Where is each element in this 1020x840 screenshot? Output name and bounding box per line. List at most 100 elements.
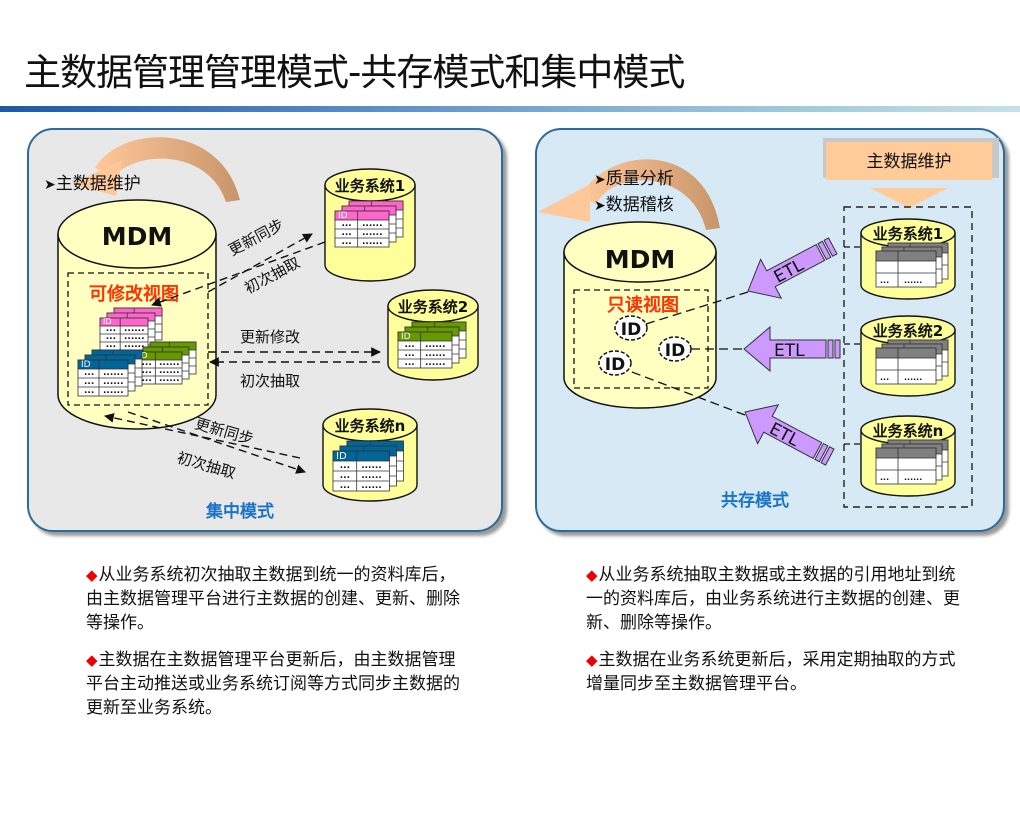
business-system-1-cylinder: 业务系统1ID........................... <box>324 168 416 282</box>
svg-text:...: ... <box>84 368 94 378</box>
svg-text:...: ... <box>880 473 889 482</box>
svg-text:......: ...... <box>904 276 922 285</box>
link-line-3 <box>631 371 746 416</box>
down-arrow-icon <box>870 188 948 208</box>
svg-text:...: ... <box>106 340 116 350</box>
table-id-label: ID <box>336 451 347 462</box>
mdm-pink-table-stack: ID........................... <box>99 307 163 351</box>
mdm-green-table-stack: ID........................... <box>135 341 197 385</box>
svg-text:......: ...... <box>361 461 382 471</box>
svg-text:...: ... <box>341 228 351 238</box>
svg-text:......: ...... <box>362 219 383 229</box>
svg-text:......: ...... <box>124 340 145 350</box>
table-id-label: ID <box>139 351 148 360</box>
business-system-3-cylinder: 业务系统nID........................... <box>322 408 418 502</box>
svg-text:......: ...... <box>425 349 446 359</box>
svg-text:...: ... <box>404 349 414 359</box>
flow2-update-modify-label: 更新修改 <box>240 328 300 346</box>
system-name-label: 业务系统2 <box>398 298 468 316</box>
svg-text:...: ... <box>84 377 94 387</box>
bullet-diamond-icon: ◆ <box>586 566 598 584</box>
svg-text:...: ... <box>404 340 414 350</box>
system-name-label: 业务系统1 <box>335 177 405 195</box>
centralized-desc-item-2: ◆主数据在主数据管理平台更新后，由主数据管理平台主动推送或业务系统订阅等方式同步… <box>86 650 460 718</box>
svg-text:......: ...... <box>159 374 180 384</box>
flow-system2: 更新修改 初次抽取 <box>208 328 381 390</box>
readonly-view-region <box>573 289 709 389</box>
svg-text:...: ... <box>340 461 350 471</box>
maintenance-box-label: 主数据维护 <box>867 152 952 172</box>
svg-text:...: ... <box>106 324 116 334</box>
svg-text:ID: ID <box>665 341 685 361</box>
svg-text:......: ...... <box>124 324 145 334</box>
svg-text:...: ... <box>340 471 350 481</box>
system-table-stack: ID........................... <box>332 440 404 492</box>
maintenance-label: ➤主数据维护 <box>44 174 141 194</box>
master-data-maintenance-box: 主数据维护 <box>823 138 999 208</box>
centralized-description: ◆从业务系统初次抽取主数据到统一的资料库后，由主数据管理平台进行主数据的创建、更… <box>86 563 466 733</box>
flow1-initial-extract-label: 初次抽取 <box>241 253 302 297</box>
svg-text:......: ...... <box>425 358 446 368</box>
svg-text:......: ...... <box>103 386 124 396</box>
svg-text:ID: ID <box>605 355 625 375</box>
table-id-label: ID <box>338 211 348 221</box>
business-system-2-cylinder: 业务系统2ID........................... <box>387 289 479 381</box>
right-business-system-1-cylinder: 业务系统1......... <box>844 218 956 300</box>
maintenance-cycle-arrow-icon <box>72 137 240 202</box>
svg-text:......: ...... <box>159 366 180 376</box>
svg-text:......: ...... <box>362 237 383 247</box>
coexistence-desc-item-1: ◆从业务系统抽取主数据或主数据的引用地址到统一的资料库后，由业务系统进行主数据的… <box>586 565 960 633</box>
etl-arrows: ETL ETL ETL <box>743 237 841 466</box>
bullet-diamond-icon: ◆ <box>586 651 598 669</box>
mdm-label: MDM <box>102 222 173 251</box>
bullet-diamond-icon: ◆ <box>86 566 98 584</box>
svg-text:...: ... <box>880 373 889 382</box>
page-title: 主数据管理管理模式-共存模式和集中模式 <box>24 51 685 94</box>
etl-arrow-3: ETL <box>744 404 835 466</box>
svg-text:......: ...... <box>361 471 382 481</box>
svg-text:......: ...... <box>103 368 124 378</box>
svg-text:...: ... <box>880 276 889 285</box>
readonly-view-label: 只读视图 <box>607 294 679 316</box>
flow3-initial-extract-label: 初次抽取 <box>175 449 238 483</box>
mdm-blue-table-stack: ID........................... <box>77 349 143 397</box>
mdm-label-right: MDM <box>605 245 676 274</box>
right-business-system-2-cylinder: 业务系统2......... <box>844 315 956 397</box>
mdm-database-cylinder-readonly: MDM 只读视图 <box>563 221 717 409</box>
etl-arrow-1: ETL <box>747 237 838 299</box>
business-systems-group <box>843 206 973 508</box>
editable-view-label: 可修改视图 <box>89 283 179 305</box>
svg-text:...: ... <box>404 358 414 368</box>
bullet-diamond-icon: ◆ <box>86 651 98 669</box>
editable-view-region <box>67 272 209 406</box>
id-bubble-3: ID <box>598 350 632 376</box>
flow3-update-sync-label: 更新同步 <box>193 415 256 449</box>
right-business-system-3-cylinder: 业务系统n......... <box>844 415 956 497</box>
table-id-label: ID <box>401 332 411 342</box>
svg-text:......: ...... <box>124 332 145 342</box>
business-system-cylinders: 业务系统1ID...........................业务系统2I… <box>322 168 479 502</box>
analysis-cycle-arrow-icon <box>538 159 720 230</box>
data-audit-label: ➤数据稽核 <box>594 195 674 215</box>
centralized-mode-label: 集中模式 <box>205 501 274 522</box>
table-id-label: ID <box>103 317 112 326</box>
coexistence-desc-item-2: ◆主数据在业务系统更新后，采用定期抽取的方式增量同步至主数据管理平台。 <box>586 650 956 694</box>
system-name-label: 业务系统n <box>873 422 944 440</box>
svg-text:......: ...... <box>103 377 124 387</box>
svg-text:......: ...... <box>904 373 922 382</box>
etl-arrow-2: ETL <box>743 325 841 373</box>
mdm-table-stacks: ID...........................ID.........… <box>77 307 197 397</box>
svg-text:...: ... <box>142 374 152 384</box>
svg-text:...: ... <box>340 481 350 491</box>
svg-text:ID: ID <box>621 320 641 340</box>
business-system-cylinders-right: 业务系统1.........业务系统2.........业务系统n.......… <box>844 218 956 497</box>
etl-label: ETL <box>774 341 805 361</box>
svg-text:......: ...... <box>362 228 383 238</box>
svg-text:......: ...... <box>425 340 446 350</box>
svg-text:...: ... <box>106 332 116 342</box>
system-name-label: 业务系统1 <box>873 225 943 243</box>
centralized-desc-item-1: ◆从业务系统初次抽取主数据到统一的资料库后，由主数据管理平台进行主数据的创建、更… <box>86 565 460 633</box>
coexistence-description: ◆从业务系统抽取主数据或主数据的引用地址到统一的资料库后，由业务系统进行主数据的… <box>586 563 966 709</box>
svg-text:......: ...... <box>159 358 180 368</box>
